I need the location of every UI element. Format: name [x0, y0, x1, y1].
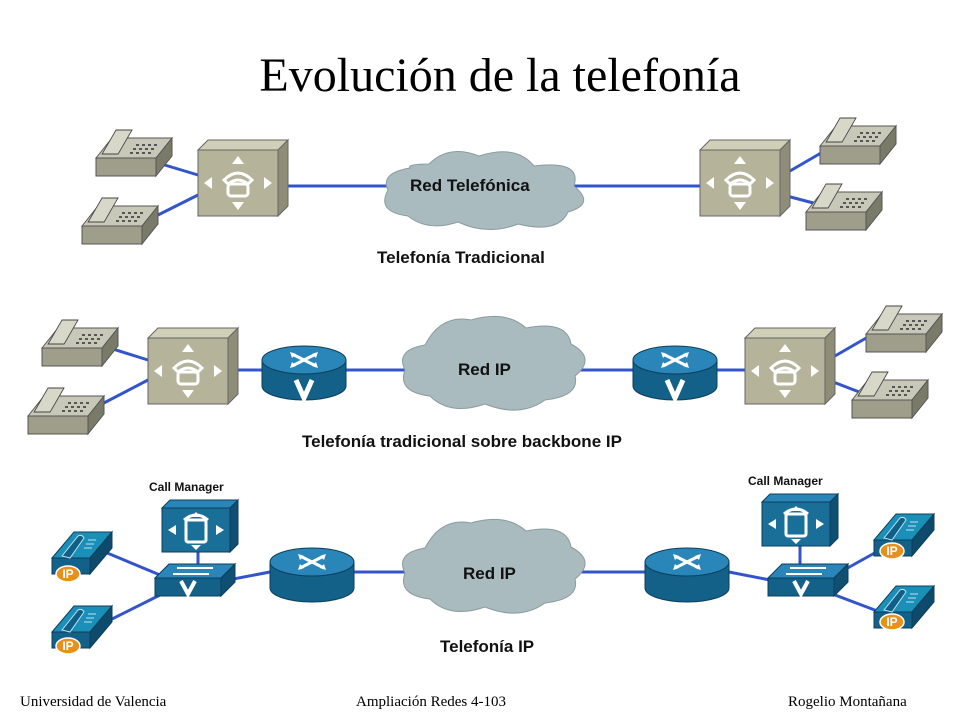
- call-manager-icon: [760, 492, 840, 548]
- phone-icon: [851, 371, 929, 419]
- ip-badge-text: IP: [62, 567, 73, 581]
- voice-switch-icon: [153, 562, 237, 598]
- phone-icon: [805, 183, 883, 231]
- row3-links: [99, 540, 881, 627]
- cloud-red-telefonica: [384, 151, 584, 230]
- phone-icon: [81, 197, 159, 245]
- voice-switch-icon: [766, 562, 850, 598]
- pbx-icon: [196, 138, 290, 218]
- ip-badge: IP: [55, 637, 81, 655]
- cloud-red-ip-telefonia: [402, 518, 586, 614]
- ip-badge: IP: [879, 613, 905, 631]
- voice-router-icon: [262, 346, 346, 400]
- cloud-label-red-telefonica: Red Telefónica: [410, 176, 530, 195]
- phone-icon: [95, 129, 173, 177]
- cloud-red-ip-backbone: [402, 315, 586, 411]
- ip-badge-text: IP: [886, 544, 897, 558]
- call-manager-icon: [160, 498, 240, 554]
- phone-icon: [865, 305, 943, 353]
- ip-badge-text: IP: [62, 639, 73, 653]
- footer-course: Ampliación Redes 4-103: [356, 694, 506, 710]
- call-manager-label-right: Call Manager: [748, 474, 823, 488]
- cloud-label-red-ip-telefonia: Red IP: [463, 564, 516, 583]
- footer-author: Rogelio Montañana: [788, 694, 907, 710]
- ip-badge-text: IP: [886, 615, 897, 629]
- ip-badge: IP: [55, 565, 81, 583]
- pbx-icon: [146, 326, 240, 406]
- cloud-label-red-ip-backbone: Red IP: [458, 360, 511, 379]
- phone-icon: [41, 319, 119, 367]
- slide-title: Evolución de la telefonía: [259, 49, 741, 102]
- phone-icon: [27, 387, 105, 435]
- router-icon: [268, 546, 356, 604]
- pbx-icon: [743, 326, 837, 406]
- phone-icon: [819, 117, 897, 165]
- ip-badge: IP: [879, 542, 905, 560]
- call-manager-label-left: Call Manager: [149, 480, 224, 494]
- footer-institution: Universidad de Valencia: [20, 694, 167, 710]
- voice-router-icon: [633, 346, 717, 400]
- router-icon: [643, 546, 731, 604]
- caption-telefonia-ip: Telefonía IP: [440, 637, 535, 656]
- caption-telefonia-backbone-ip: Telefonía tradicional sobre backbone IP: [302, 432, 622, 451]
- caption-telefonia-tradicional: Telefonía Tradicional: [377, 248, 545, 267]
- pbx-icon: [698, 138, 792, 218]
